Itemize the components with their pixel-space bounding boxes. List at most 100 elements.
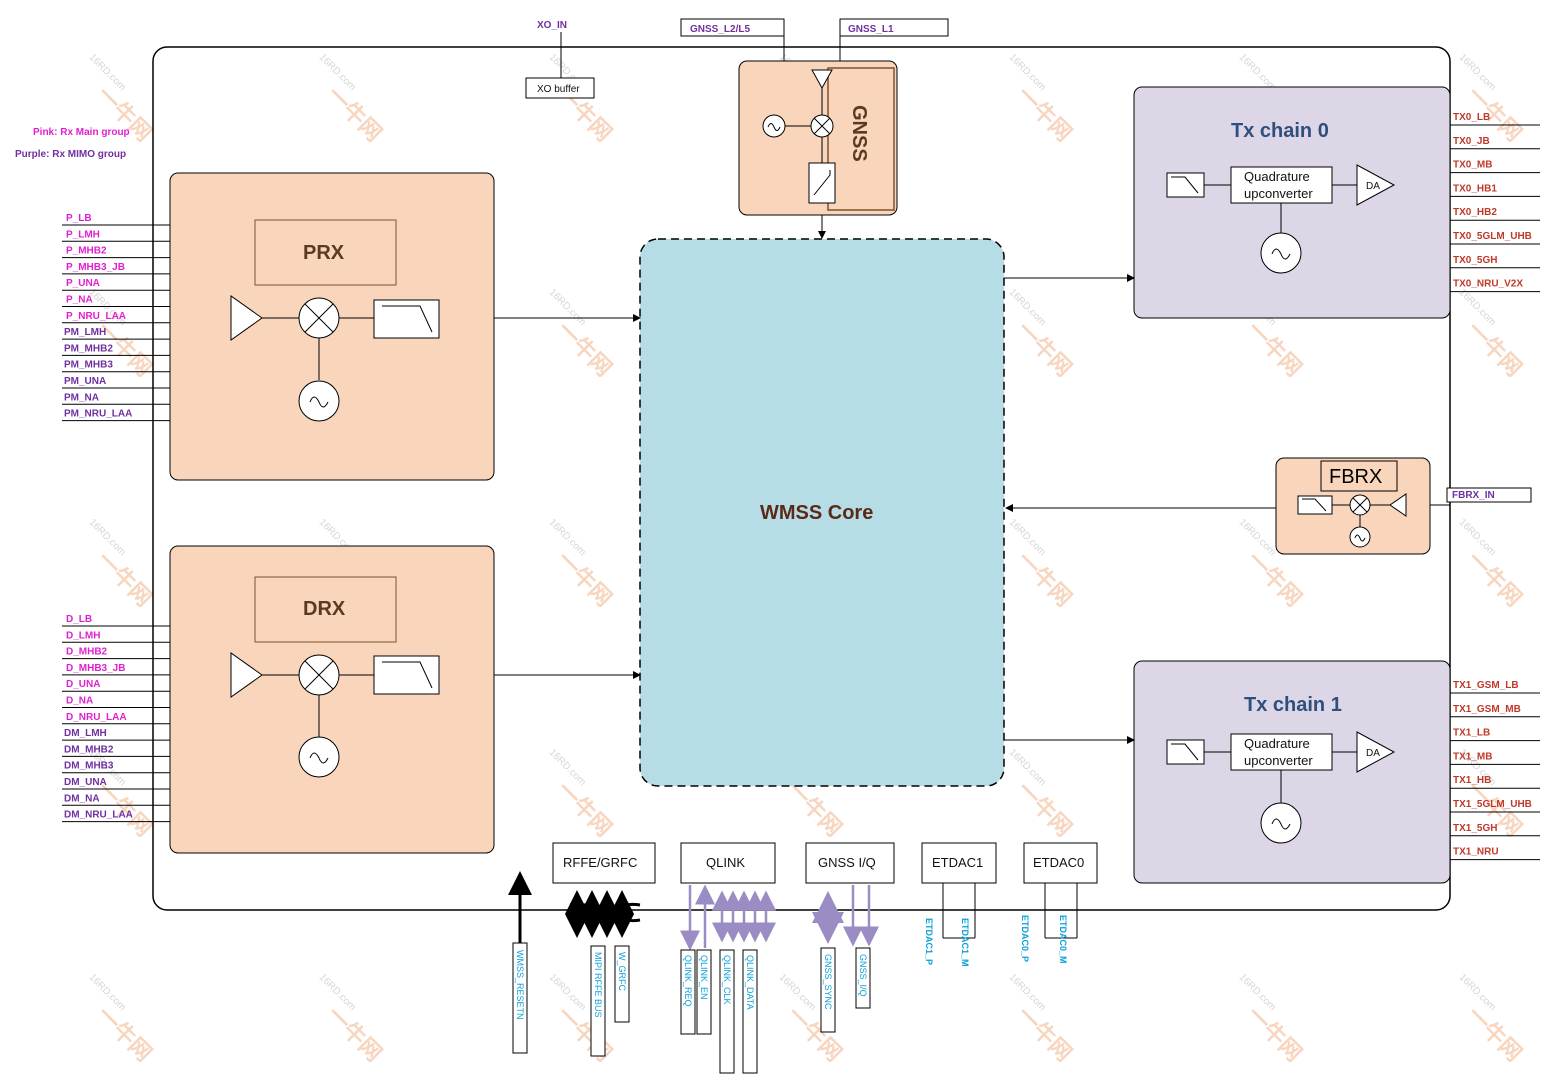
gnss-block (738, 60, 898, 216)
gnss-l2l5-label: GNSS_L2/L5 (690, 24, 750, 35)
tx1-quad-label2: upconverter (1244, 753, 1313, 768)
qlink-req-label: QLINK_REQ (683, 955, 693, 1007)
rffe-grfc-label: RFFE/GRFC (563, 855, 637, 870)
watermark-logo: 一牛网 (1012, 547, 1076, 611)
gnss-l1-box (839, 18, 949, 37)
prx-pin-label: P_NRU_LAA (66, 311, 126, 322)
drx-pin-label: DM_LMH (64, 728, 107, 739)
prx-pin-label: PM_MHB2 (64, 343, 113, 354)
drx-pin-label: D_UNA (66, 679, 100, 690)
qlink-en-label: QLINK_EN (699, 955, 709, 1000)
rffe-grfc-box (552, 842, 656, 884)
gnss-iq-label: GNSS I/Q (818, 855, 876, 870)
mipi-rffe-box (590, 945, 606, 1057)
etdac0-label: ETDAC0 (1033, 855, 1084, 870)
watermark-logo: 一牛网 (1012, 82, 1076, 146)
watermark-logo: 一牛网 (1462, 547, 1526, 611)
wmss-resetn-label: WMSS_RESETN (515, 950, 525, 1020)
prx-label: PRX (303, 242, 345, 264)
prx-pin-label: PM_NA (64, 392, 99, 403)
tx0-pin-label: TX0_NRU_V2X (1453, 279, 1523, 290)
tx0-pin-group: TX0_LBTX0_JBTX0_MBTX0_HB1TX0_HB2TX0_5GLM… (1450, 112, 1540, 293)
wmss-core-label: WMSS Core (760, 502, 873, 524)
qlink-data-label: QLINK_DATA (745, 955, 755, 1010)
prx-pin-label: PM_LMH (64, 327, 106, 338)
fbrx-in-box (1446, 487, 1532, 503)
tx0-pin-label: TX0_5GH (1453, 255, 1497, 266)
watermark-logo: 一牛网 (1462, 317, 1526, 381)
tx1-pin-label: TX1_5GH (1453, 823, 1497, 834)
prx-pin-label: P_LMH (66, 229, 100, 240)
etdac1-m-label: ETDAC1_M (960, 918, 970, 967)
qlink-box (680, 842, 776, 884)
tx1-pin-group: TX1_GSM_LBTX1_GSM_MBTX1_LBTX1_MBTX1_HBTX… (1450, 680, 1540, 861)
drx-pin-label: D_NA (66, 696, 93, 707)
watermark-logo: 一牛网 (552, 317, 616, 381)
watermark-logo: 一牛网 (322, 82, 386, 146)
watermark-logo: 一牛网 (1242, 1002, 1306, 1066)
watermark-logo: 一牛网 (552, 777, 616, 841)
tx1-pin-label: TX1_LB (1453, 728, 1490, 739)
etdac0-p-label: ETDAC0_P (1020, 915, 1030, 962)
xo-in-label: XO_IN (537, 20, 567, 31)
tx0-quad-label: Quadrature (1244, 169, 1310, 184)
tx1-pin-label: TX1_MB (1453, 751, 1492, 762)
gnss-iq-out-box (855, 947, 871, 1009)
fbrx-label: FBRX (1329, 466, 1382, 488)
gnss-block-label: GNSS (848, 105, 870, 162)
xo-buffer-label: XO buffer (537, 84, 580, 95)
tx1-pin-label: TX1_GSM_LB (1453, 680, 1519, 691)
gnss-iq-out-label: GNSS_I/Q (858, 954, 868, 997)
etdac0-m-label: ETDAC0_M (1058, 915, 1068, 964)
drx-pin-label: DM_MHB2 (64, 744, 114, 755)
drx-pin-label: DM_NA (64, 793, 100, 804)
drx-pin-label: DM_NRU_LAA (64, 810, 133, 821)
legend-pink: Pink: Rx Main group (33, 127, 130, 138)
prx-pin-label: P_LB (66, 213, 92, 224)
tx1-quad-box (1230, 733, 1333, 771)
tx-chain-1-block (1133, 660, 1451, 884)
prx-pin-label: PM_NRU_LAA (64, 409, 132, 420)
watermark-logo: 一牛网 (1012, 317, 1076, 381)
prx-pin-label: P_MHB2 (66, 246, 107, 257)
qlink-data-box (742, 949, 758, 1074)
xo-buffer-box (525, 77, 595, 99)
qlink-arrows (680, 884, 776, 951)
watermark-logo: 一牛网 (1242, 317, 1306, 381)
tx0-pin-label: TX0_HB1 (1453, 183, 1497, 194)
qlink-label: QLINK (706, 855, 745, 870)
gnss-iq-arrows (812, 885, 879, 947)
prx-pin-group: P_LBP_LMHP_MHB2P_MHB3_JBP_UNAP_NAP_NRU_L… (62, 213, 170, 422)
qlink-clk-box (719, 949, 735, 1074)
watermark-logo: 一牛网 (1012, 777, 1076, 841)
drx-pin-label: D_MHB2 (66, 647, 108, 658)
drx-pin-label: DM_MHB3 (64, 761, 114, 772)
watermark-logo: 一牛网 (322, 1002, 386, 1066)
tx1-pin-label: TX1_5GLM_UHB (1453, 799, 1532, 810)
tx1-pin-label: TX1_HB (1453, 775, 1491, 786)
rffe-bus-arrows (565, 890, 641, 938)
drx-label: DRX (303, 598, 346, 620)
prx-pin-label: P_UNA (66, 278, 100, 289)
qlink-en-box (696, 949, 712, 1035)
tx0-pin-label: TX0_MB (1453, 160, 1492, 171)
drx-pin-label: D_MHB3_JB (66, 663, 125, 674)
tx1-da-label: DA (1366, 748, 1380, 759)
prx-pin-label: P_NA (66, 295, 93, 306)
qlink-clk-label: QLINK_CLK (722, 955, 732, 1005)
gnss-iq-box (805, 842, 895, 884)
tx0-pin-label: TX0_5GLM_UHB (1453, 231, 1532, 242)
watermark-logo: 一牛网 (1462, 1002, 1526, 1066)
wmss-core (639, 238, 1005, 787)
etdac0-box (1023, 842, 1098, 884)
drx-block (169, 545, 495, 854)
